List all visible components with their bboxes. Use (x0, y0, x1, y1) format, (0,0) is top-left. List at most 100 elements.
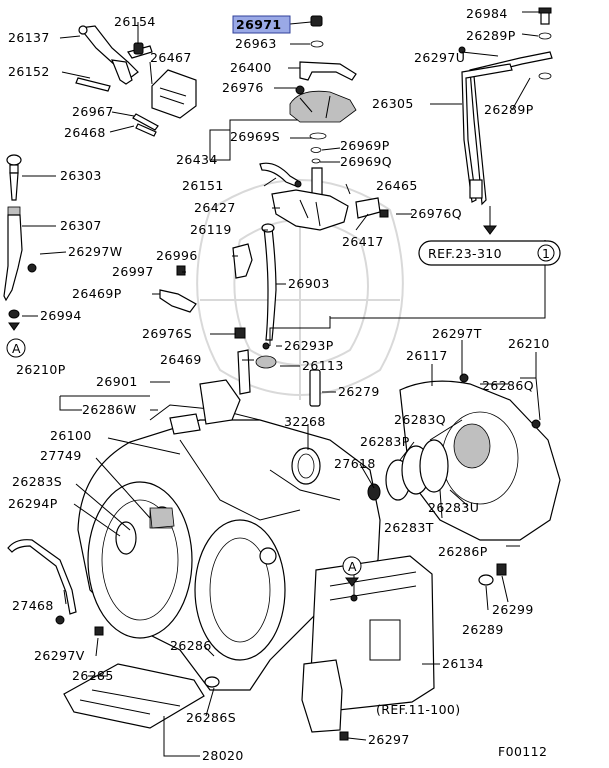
label-26283q[interactable]: 26283Q (394, 412, 446, 427)
label-28020[interactable]: 28020 (202, 748, 244, 763)
label-26976q[interactable]: 26976Q (410, 206, 462, 221)
label-26971[interactable]: 26971 (236, 17, 282, 32)
label-26210p[interactable]: 26210P (16, 362, 66, 377)
label-26297[interactable]: 26297 (368, 732, 410, 747)
label-26283s[interactable]: 26283S (12, 474, 62, 489)
seal-26113 (255, 355, 277, 369)
label-26286q[interactable]: 26286Q (482, 378, 534, 393)
label-26994[interactable]: 26994 (40, 308, 82, 323)
label-26903[interactable]: 26903 (288, 276, 330, 291)
marker-a-center-arrow (345, 577, 359, 587)
label-26286p[interactable]: 26286P (438, 544, 488, 559)
dipstick-group (3, 154, 37, 331)
label-26286[interactable]: 26286 (170, 638, 212, 653)
label-26434[interactable]: 26434 (176, 152, 218, 167)
label-26293p[interactable]: 26293P (284, 338, 334, 353)
ref-23-310-circle (537, 244, 555, 262)
label-26151[interactable]: 26151 (182, 178, 224, 193)
label-26465[interactable]: 26465 (376, 178, 418, 193)
label-26283t[interactable]: 26283T (384, 520, 434, 535)
shift-lever-group (75, 25, 153, 92)
label-26967[interactable]: 26967 (72, 104, 114, 119)
pin (132, 113, 159, 131)
sensor-26279 (309, 369, 321, 407)
marker-a-center-circle (342, 556, 362, 576)
label-26400[interactable]: 26400 (230, 60, 272, 75)
cooler-tube-group (458, 7, 553, 235)
oil-pan-group (301, 555, 507, 741)
label-26134[interactable]: 26134 (442, 656, 484, 671)
ref-23-310-circle-text: 1 (542, 246, 550, 261)
label-26117[interactable]: 26117 (406, 348, 448, 363)
label-26286s[interactable]: 26286S (186, 710, 236, 725)
oil-filter-group (63, 663, 220, 729)
marker-a-left: A (12, 341, 21, 356)
label-26976s[interactable]: 26976S (142, 326, 192, 341)
leader-lines (22, 11, 546, 757)
label-26297v[interactable]: 26297V (34, 648, 85, 663)
bolt-26293p (262, 342, 270, 350)
highlight-box (232, 15, 291, 34)
label-27618[interactable]: 27618 (334, 456, 376, 471)
label-26119[interactable]: 26119 (190, 222, 232, 237)
label-26137[interactable]: 26137 (8, 30, 50, 45)
label-26467[interactable]: 26467 (150, 50, 192, 65)
part-number-labels: 26971 26154 26137 26467 26963 26400 2615… (8, 6, 550, 763)
label-26289[interactable]: 26289 (462, 622, 504, 637)
seal-rings (115, 439, 449, 555)
label-26297w[interactable]: 26297W (68, 244, 123, 259)
pin-small (135, 123, 157, 137)
label-26299[interactable]: 26299 (492, 602, 534, 617)
bracket-group (159, 243, 253, 395)
label-26210[interactable]: 26210 (508, 336, 550, 351)
label-26297u[interactable]: 26297U (414, 50, 465, 65)
label-26976-top[interactable]: 26976 (222, 80, 264, 95)
label-26427[interactable]: 26427 (194, 200, 236, 215)
ref-11-100-text[interactable]: (REF.11-100) (376, 702, 461, 717)
label-26113[interactable]: 26113 (302, 358, 344, 373)
label-26285[interactable]: 26285 (72, 668, 114, 683)
label-26289p-top[interactable]: 26289P (466, 28, 516, 43)
marker-a-center: A (348, 559, 357, 574)
label-26152[interactable]: 26152 (8, 64, 50, 79)
label-26154[interactable]: 26154 (114, 14, 156, 29)
label-26297t[interactable]: 26297T (432, 326, 482, 341)
tube-26903 (263, 227, 277, 341)
label-26283u[interactable]: 26283U (428, 500, 479, 515)
label-26969s[interactable]: 26969S (230, 129, 280, 144)
label-26100[interactable]: 26100 (50, 428, 92, 443)
label-26294p[interactable]: 26294P (8, 496, 58, 511)
ref-23-310-text[interactable]: REF.23-310 (428, 246, 502, 261)
transmission-case (77, 379, 381, 691)
label-27749[interactable]: 27749 (40, 448, 82, 463)
label-26307[interactable]: 26307 (60, 218, 102, 233)
label-26303[interactable]: 26303 (60, 168, 102, 183)
label-26469p[interactable]: 26469P (72, 286, 122, 301)
label-26289p-mid[interactable]: 26289P (484, 102, 534, 117)
label-26305[interactable]: 26305 (372, 96, 414, 111)
grommet-26119 (261, 223, 275, 233)
label-26901[interactable]: 26901 (96, 374, 138, 389)
label-26969p[interactable]: 26969P (340, 138, 390, 153)
ref-23-310-box (418, 240, 561, 266)
label-26969q[interactable]: 26969Q (340, 154, 392, 169)
label-26469[interactable]: 26469 (160, 352, 202, 367)
label-26997[interactable]: 26997 (112, 264, 154, 279)
label-27468[interactable]: 27468 (12, 598, 54, 613)
inhibitor-switch-group (259, 15, 389, 231)
label-26984[interactable]: 26984 (466, 6, 508, 21)
label-26279[interactable]: 26279 (338, 384, 380, 399)
converter-housing (399, 373, 561, 541)
label-26417[interactable]: 26417 (342, 234, 384, 249)
figure-id: F00112 (498, 744, 547, 759)
label-26996[interactable]: 26996 (156, 248, 198, 263)
label-26468[interactable]: 26468 (64, 125, 106, 140)
label-32268[interactable]: 32268 (284, 414, 326, 429)
marker-a-left-circle (6, 338, 26, 358)
tube-27468 (7, 539, 104, 636)
label-26963[interactable]: 26963 (235, 36, 277, 51)
label-26283p[interactable]: 26283P (360, 434, 410, 449)
label-26286w[interactable]: 26286W (82, 402, 137, 417)
